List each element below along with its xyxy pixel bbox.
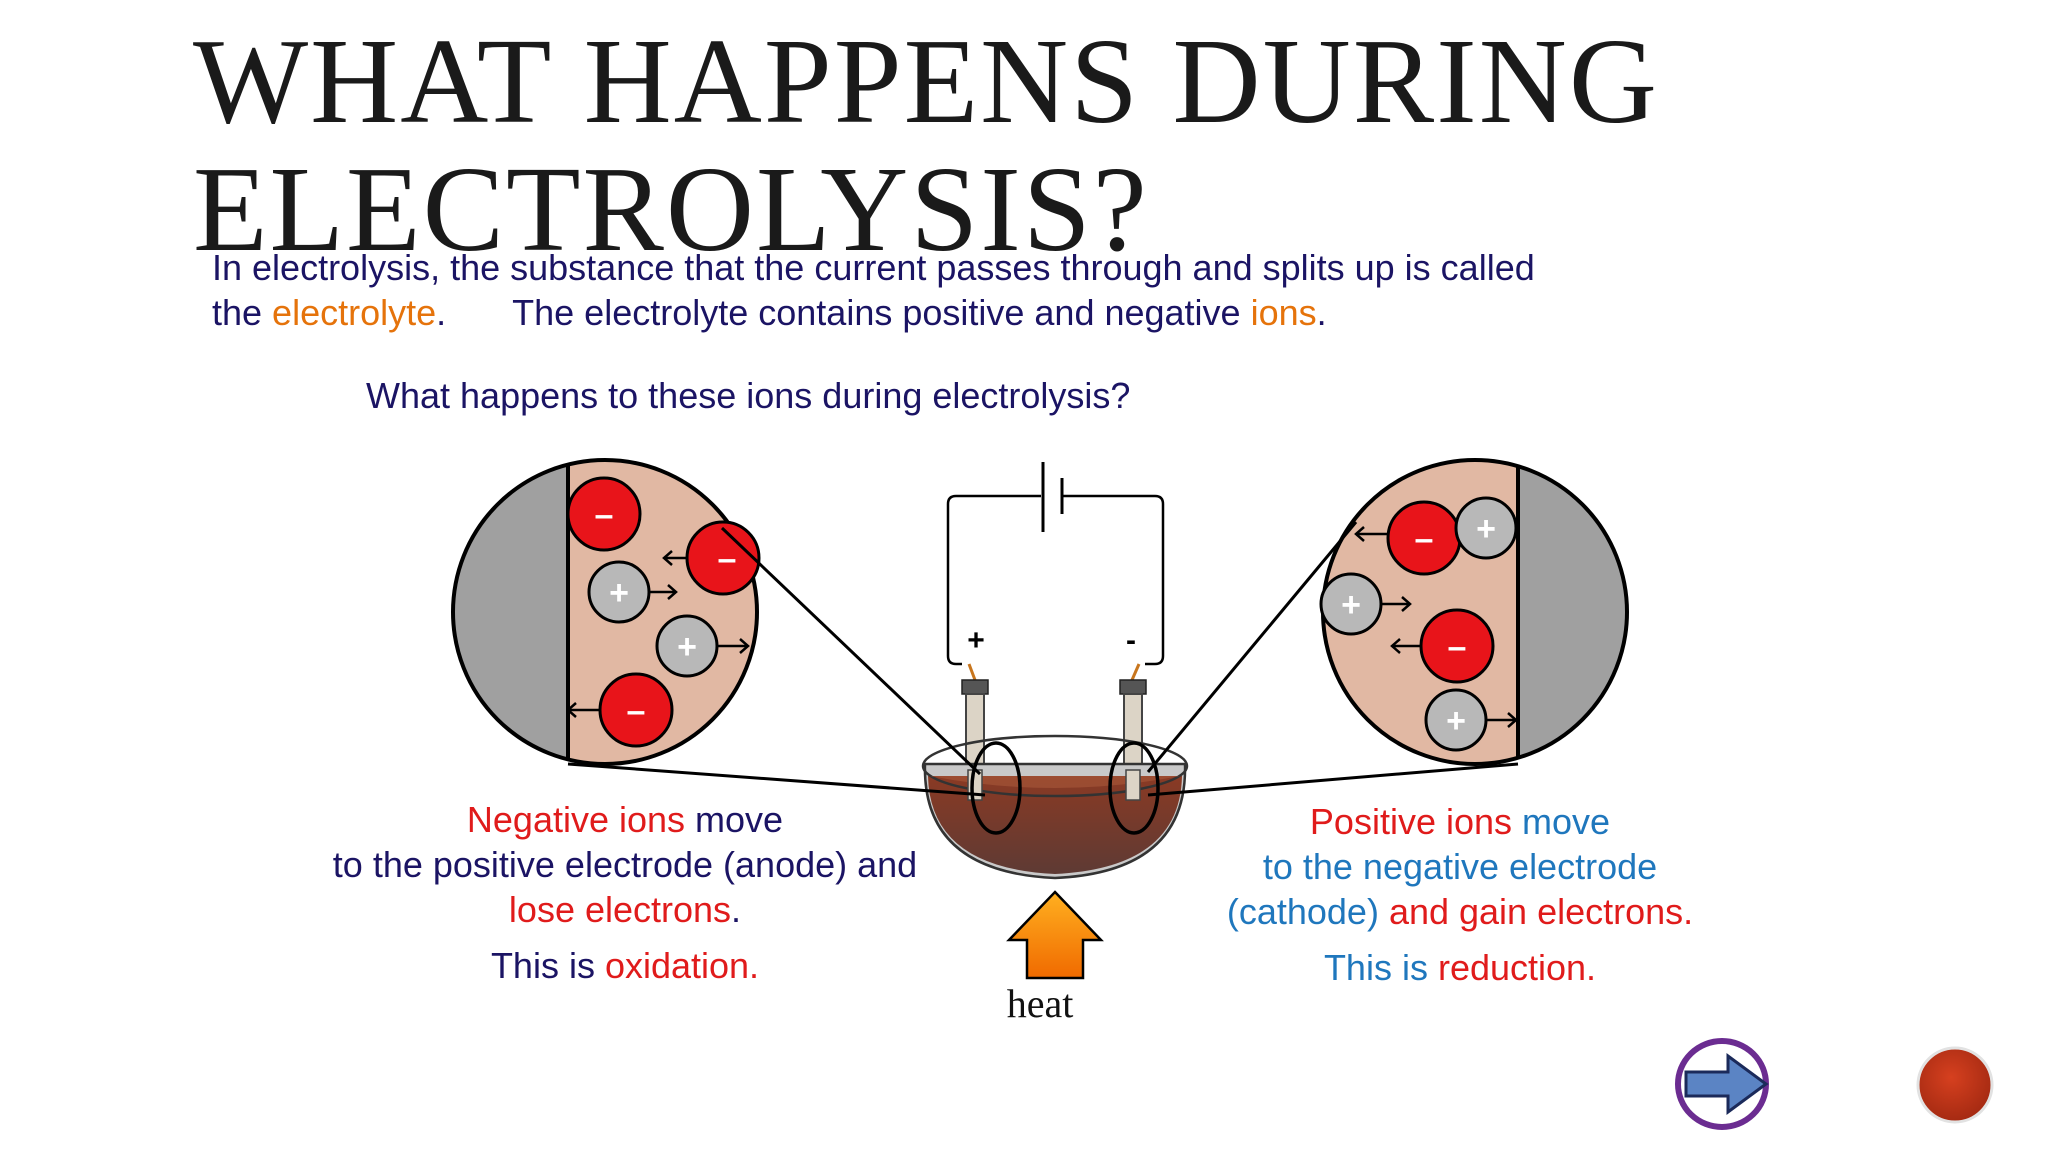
electrolyte-term: electrolyte — [272, 292, 437, 333]
reduction-line: This is reduction. — [1200, 946, 1720, 990]
svg-text:+: + — [609, 574, 629, 612]
ions-term: ions — [1250, 292, 1317, 333]
negative-terminal-label: - — [1126, 624, 1136, 657]
cathode-term: (cathode) — [1226, 891, 1379, 932]
oxidation-line: This is oxidation. — [300, 944, 950, 988]
anode-caption-line-1: Negative ions move — [300, 798, 950, 842]
positive-terminal-label: + — [967, 624, 985, 657]
end-circle-icon[interactable] — [1914, 1044, 1996, 1126]
negative-ions-term: Negative ions — [466, 799, 686, 840]
positive-ion: + — [1319, 572, 1412, 636]
negative-ion: – — [1390, 608, 1495, 684]
svg-text:+: + — [1476, 510, 1496, 548]
intro-text-3: . — [436, 292, 447, 333]
svg-text:+: + — [1341, 586, 1361, 624]
negative-ion: – — [662, 520, 761, 596]
cathode-caption-line-2: to the negative electrode — [1262, 846, 1658, 887]
svg-text:+: + — [677, 628, 697, 666]
anode-caption-line-3: lose electrons. — [300, 888, 950, 932]
svg-text:–: – — [1448, 628, 1467, 666]
oxidation-term: oxidation. — [604, 945, 760, 986]
svg-text:–: – — [718, 540, 737, 578]
cathode-ions: – + + – + — [1319, 496, 1518, 752]
reduction-prefix: This is — [1323, 947, 1438, 988]
lose-electrons-term: lose electrons — [508, 889, 732, 930]
zoom-lines — [567, 521, 1519, 797]
oxidation-prefix: This is — [490, 945, 605, 986]
positive-ion: + — [1454, 496, 1518, 560]
intro-text-1: In electrolysis, the substance that the … — [212, 247, 1535, 288]
negative-ion: – — [566, 672, 674, 748]
next-arrow-icon[interactable] — [1672, 1036, 1782, 1132]
slide-title: WHAT HAPPENS DURING ELECTROLYSIS? — [193, 14, 1659, 277]
circuit: + - — [946, 462, 1165, 681]
gain-electrons-term: and gain electrons. — [1378, 891, 1694, 932]
positive-ions-term: Positive ions — [1309, 801, 1513, 842]
anode-dot: . — [731, 889, 742, 930]
anode-caption-line-2: to the positive electrode (anode) and — [332, 844, 918, 885]
heat-label: heat — [1006, 981, 1074, 1026]
anode-ions: – – + + – — [566, 476, 761, 748]
intro-text-4: The electrolyte contains positive and ne… — [512, 292, 1251, 333]
cathode-caption-line-3: (cathode) and gain electrons. — [1200, 890, 1720, 934]
svg-text:–: – — [1415, 520, 1434, 558]
anode-move-text: move — [685, 799, 784, 840]
svg-text:–: – — [595, 496, 614, 534]
reduction-term: reduction. — [1437, 947, 1597, 988]
cathode-move-text: move — [1512, 801, 1611, 842]
svg-text:+: + — [1446, 702, 1466, 740]
positive-ion: + — [587, 560, 678, 624]
electrolyte-dish — [921, 734, 1189, 880]
intro-line-1: In electrolysis, the substance that the … — [212, 246, 1535, 290]
negative-ion: – — [1354, 500, 1462, 576]
intro-text-5: . — [1316, 292, 1327, 333]
heat-arrow-icon — [1006, 890, 1104, 980]
negative-ion: – — [566, 476, 642, 552]
cathode-caption-line-1: Positive ions move — [1200, 800, 1720, 844]
intro-text-2: the — [212, 292, 273, 333]
svg-text:–: – — [627, 692, 646, 730]
intro-line-2: the electrolyte. The electrolyte contains… — [212, 291, 1327, 335]
positive-ion: + — [1424, 688, 1518, 752]
question-text: What happens to these ions during electr… — [366, 375, 1131, 416]
positive-ion: + — [655, 614, 750, 678]
